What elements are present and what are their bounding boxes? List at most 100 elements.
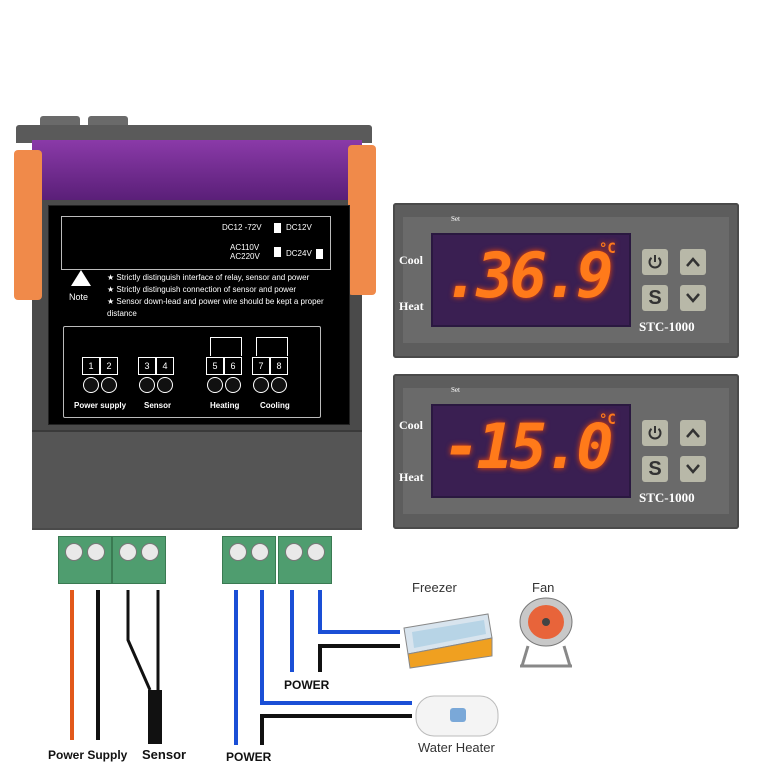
chevron-down-icon <box>686 464 700 474</box>
heat-label: Heat <box>399 470 424 484</box>
voltage-checkbox <box>274 223 281 233</box>
terminal-number: 3 <box>138 357 156 375</box>
fan-label: Fan <box>532 580 555 595</box>
terminal-block <box>112 536 166 584</box>
screw-icon <box>307 543 325 561</box>
wire-blue <box>318 590 400 634</box>
set-button[interactable]: S <box>642 285 668 311</box>
power-icon <box>648 426 662 440</box>
terminal-number: 2 <box>100 357 118 375</box>
screw-icon <box>285 543 303 561</box>
back-label-panel: DC12 -72V DC12V AC110V AC220V DC24V Note… <box>48 205 350 425</box>
screw-icon <box>229 543 247 561</box>
screw-icon <box>101 377 117 393</box>
set-label: Set <box>451 386 460 394</box>
power-icon <box>648 255 662 269</box>
terminal-number: 8 <box>270 357 288 375</box>
power-supply-caption: Power Supply <box>48 748 128 762</box>
controller-vent <box>32 140 362 200</box>
terminal-diagram: 1 2 3 4 5 6 7 8 Power supply Sensor Heat… <box>63 326 321 418</box>
voltage-dc12: DC12V <box>286 223 312 232</box>
wire-sensor <box>126 590 152 691</box>
power-button[interactable] <box>642 420 668 446</box>
screw-icon <box>271 377 287 393</box>
screw-icon <box>119 543 137 561</box>
screw-icon <box>253 377 269 393</box>
cool-label: Cool <box>399 418 423 432</box>
note-item: ★ Strictly distinguish interface of rela… <box>107 273 310 282</box>
power-button[interactable] <box>642 249 668 275</box>
voltage-dc12-72: DC12 -72V <box>222 223 262 232</box>
screw-icon <box>157 377 173 393</box>
screw-icon <box>207 377 223 393</box>
wire-black <box>318 644 400 672</box>
sensor-probe <box>148 690 162 744</box>
unit-celsius: °C <box>599 241 616 257</box>
sensor-caption: Sensor <box>142 747 187 762</box>
temperature-reading: -15.0 <box>443 410 614 483</box>
mounting-clip-left <box>14 150 42 300</box>
freezer-label: Freezer <box>412 580 457 595</box>
screw-icon <box>65 543 83 561</box>
water-heater-icon <box>415 695 499 737</box>
power-caption-cooling: POWER <box>284 678 330 692</box>
voltage-checkbox <box>274 247 281 257</box>
water-heater-label: Water Heater <box>418 740 495 755</box>
power-caption-heating: POWER <box>226 750 272 764</box>
set-label: Set <box>451 215 460 223</box>
cool-label: Cool <box>399 253 423 267</box>
set-button[interactable]: S <box>642 456 668 482</box>
chevron-down-icon <box>686 293 700 303</box>
terminal-number: 6 <box>224 357 242 375</box>
fan-icon <box>519 597 573 668</box>
terminal-number: 1 <box>82 357 100 375</box>
screw-icon <box>83 377 99 393</box>
screw-icon <box>87 543 105 561</box>
down-button[interactable] <box>680 456 706 482</box>
group-sensor: Sensor <box>144 401 172 410</box>
chevron-up-icon <box>686 428 700 438</box>
relay-symbol <box>256 337 288 356</box>
unit-celsius: °C <box>599 412 616 428</box>
screw-icon <box>251 543 269 561</box>
group-power-supply: Power supply <box>74 401 127 410</box>
voltage-ac110-220: AC110V AC220V <box>230 243 260 261</box>
screw-icon <box>141 543 159 561</box>
freezer-icon <box>403 613 493 669</box>
mounting-clip-right <box>348 145 376 295</box>
wire-black <box>260 714 412 745</box>
notes-list: ★ Strictly distinguish interface of rela… <box>107 272 343 320</box>
note-item: ★ Sensor down-lead and power wire should… <box>107 297 324 318</box>
note-item: ★ Strictly distinguish connection of sen… <box>107 285 297 294</box>
voltage-box: DC12 -72V DC12V AC110V AC220V DC24V <box>61 216 331 270</box>
chevron-up-icon <box>686 257 700 267</box>
terminal-number: 7 <box>252 357 270 375</box>
controller-lower-housing <box>32 430 362 528</box>
down-button[interactable] <box>680 285 706 311</box>
terminal-number: 4 <box>156 357 174 375</box>
thermostat-front-2: Set Cool Heat -15.0 °C S STC-1000 <box>393 374 739 529</box>
group-heating: Heating <box>210 401 240 410</box>
temperature-display: -15.0 °C <box>431 404 631 498</box>
screw-icon <box>139 377 155 393</box>
voltage-dc24: DC24V <box>286 249 312 258</box>
note-label: Note <box>69 292 89 302</box>
voltage-checkbox <box>316 249 323 259</box>
relay-symbol <box>210 337 242 356</box>
group-cooling: Cooling <box>260 401 290 410</box>
terminal-block <box>222 536 276 584</box>
temperature-display: .36.9 °C <box>431 233 631 327</box>
wire-blue <box>260 590 412 705</box>
thermostat-front-1: Set Cool Heat .36.9 °C S STC-1000 <box>393 203 739 358</box>
up-button[interactable] <box>680 420 706 446</box>
up-button[interactable] <box>680 249 706 275</box>
terminal-block <box>58 536 112 584</box>
unit-top <box>16 125 372 143</box>
terminal-block <box>278 536 332 584</box>
terminal-number: 5 <box>206 357 224 375</box>
model-label: STC-1000 <box>639 319 695 334</box>
heat-label: Heat <box>399 299 424 313</box>
model-label: STC-1000 <box>639 490 695 505</box>
screw-icon <box>225 377 241 393</box>
